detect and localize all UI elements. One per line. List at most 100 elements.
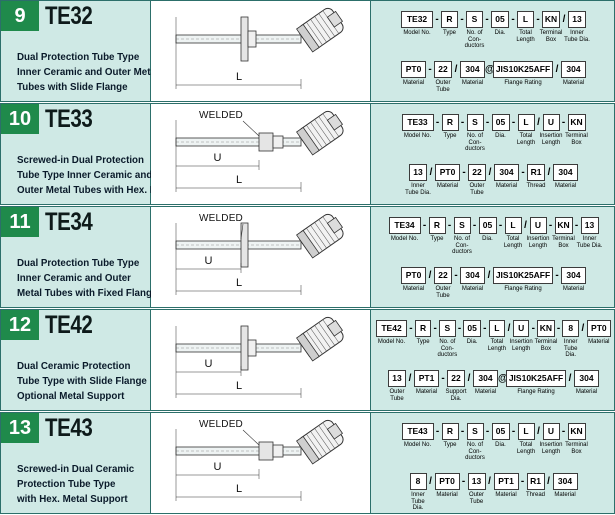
code-segment-label: Flange Rating — [517, 389, 555, 395]
code-separator: - — [511, 426, 516, 437]
code-separator: - — [460, 426, 465, 437]
code-segment-label: Material — [588, 339, 610, 345]
code-separator: - — [556, 323, 561, 334]
code-segment-label: Thread — [525, 492, 545, 498]
code-segment-box: 05 — [491, 114, 510, 131]
code-segment-box: U — [542, 114, 560, 131]
dimension-u-label: U — [213, 152, 222, 164]
code-separator: / — [429, 167, 433, 178]
code-segment-box: KN — [567, 423, 586, 440]
code-segment-box: 22 — [468, 164, 486, 181]
head-fin — [318, 219, 335, 243]
code-separator: @ — [485, 64, 495, 75]
head-fin — [314, 428, 331, 452]
model-code-title: TE32 — [45, 2, 93, 30]
cable-gland — [326, 10, 344, 28]
code-segment-box: 22 — [434, 61, 452, 78]
dimension-l-label: L — [236, 174, 243, 186]
head-fin — [318, 322, 335, 346]
dimension-drawing: L — [151, 1, 370, 101]
code-segment-label: Type — [442, 30, 456, 36]
code-segment-label: Dia. — [466, 339, 478, 345]
code-segment-box: PT0 — [401, 61, 426, 78]
code-segment-box: R1 — [526, 473, 545, 490]
head-cap — [296, 332, 320, 362]
code-separator: / — [524, 220, 527, 231]
code-separator: - — [536, 14, 540, 25]
code-segment-box: JIS10K25AFF — [493, 267, 553, 284]
dimension-l-label: L — [236, 483, 243, 495]
code-separator: - — [462, 167, 466, 178]
code-segment-label: Total Length — [503, 236, 523, 249]
code-separator: - — [428, 64, 432, 75]
code-separator: / — [429, 476, 432, 487]
code-segment-box: U — [529, 217, 547, 234]
code-segment-box: TE32 — [401, 11, 433, 28]
code-separator: / — [547, 167, 551, 178]
sensor-drawing-svg — [175, 419, 344, 501]
code-segment-box: PT1 — [414, 370, 439, 387]
code-segment-label: Material — [402, 286, 425, 292]
terminal-head-icon — [296, 213, 344, 259]
code-segment-label: Terminal Box — [534, 339, 558, 352]
dimension-u-label: U — [204, 255, 213, 267]
code-segment-label: Terminal Box — [565, 442, 588, 455]
description-line: Inner Ceramic and Outer Metal — [17, 66, 159, 78]
welded-note: WELDED — [199, 110, 243, 121]
code-separator: - — [511, 117, 516, 128]
code-separator: - — [574, 220, 579, 231]
code-segment-label: Terminal Box — [565, 133, 588, 146]
code-separator: - — [548, 220, 553, 231]
code-segment-label: Material — [554, 183, 577, 189]
code-segment-label: No. of Con- ductors — [464, 30, 485, 49]
head-fin — [318, 116, 335, 140]
code-segment-box: PT1 — [493, 473, 519, 490]
code-segment-label: Material — [575, 389, 598, 395]
description-line: Dual Protection Tube Type — [17, 257, 140, 269]
code-segment-box: R — [428, 217, 446, 234]
dimension-u-label: U — [204, 358, 213, 370]
code-segment-label: Material — [562, 80, 585, 86]
code-segment-box: KN — [554, 217, 573, 234]
flange — [240, 16, 249, 62]
dimension-l-label: L — [236, 71, 243, 83]
code-separator: / — [537, 117, 540, 128]
code-segment-label: Type — [443, 442, 457, 448]
welded-note: WELDED — [199, 419, 243, 430]
code-segment-label: Model No. — [403, 30, 431, 36]
code-separator: / — [467, 373, 471, 384]
code-separator: - — [485, 426, 490, 437]
code-separator: - — [555, 270, 559, 281]
slide-collar — [247, 339, 257, 357]
code-separator: - — [460, 117, 465, 128]
code-segment-label: No. of Con- ductors — [437, 339, 458, 358]
code-segment-label: Outer Tube — [469, 183, 485, 196]
code-segment-box: S — [453, 217, 471, 234]
item-number-badge: 9 — [1, 1, 39, 31]
description-line: Tube Type with Slide Flange — [17, 375, 147, 387]
code-segment-label: Outer Tube — [468, 492, 484, 505]
code-segment-box: TE43 — [401, 423, 434, 440]
code-separator: - — [531, 323, 535, 334]
code-segment-label: Material — [495, 183, 518, 189]
code-separator: / — [581, 323, 585, 334]
code-segment-label: Material — [554, 492, 576, 498]
code-separator: / — [488, 476, 491, 487]
code-segment-box: S — [466, 423, 484, 440]
head-cap — [296, 435, 320, 465]
code-segment-box: 304 — [574, 370, 599, 387]
code-segment-label: Support Dia. — [445, 389, 467, 402]
terminal-head-icon — [296, 316, 344, 362]
description-line: Inner Ceramic and Outer — [17, 272, 131, 284]
code-separator: - — [521, 167, 525, 178]
code-segment-box: 05 — [463, 320, 481, 337]
code-segment-label: Inner Tube Dia. — [564, 30, 590, 43]
code-segment-label: Inner Tube Dia. — [563, 339, 578, 358]
